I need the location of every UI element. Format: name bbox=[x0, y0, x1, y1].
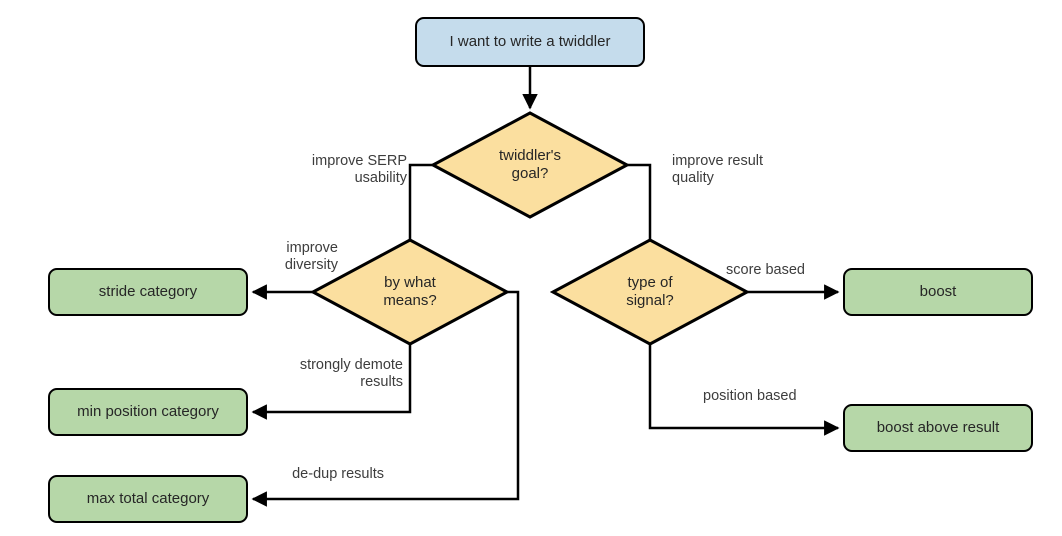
edge-signal-to-boost-above bbox=[648, 326, 840, 436]
node-result-stride-category[interactable]: stride category bbox=[48, 268, 248, 316]
node-start-label: I want to write a twiddler bbox=[449, 33, 611, 51]
edge-label-improve-serp-usability: improve SERP usability bbox=[311, 153, 407, 187]
diamond-shape bbox=[550, 238, 750, 346]
node-decision-by-what-means-label: by what means? bbox=[383, 274, 437, 309]
node-decision-twiddler-goal-label: twiddler's goal? bbox=[498, 147, 562, 182]
node-decision-twiddler-goal[interactable]: twiddler's goal? bbox=[430, 110, 630, 220]
edge-label-position-based: position based bbox=[703, 388, 797, 404]
node-decision-by-what-means[interactable]: by what means? bbox=[310, 237, 510, 347]
edge-label-score-based: score based bbox=[726, 262, 805, 278]
edge-label-improve-result-quality: improve result quality bbox=[672, 153, 764, 187]
node-result-stride-category-label: stride category bbox=[98, 283, 198, 301]
node-start-twiddler[interactable]: I want to write a twiddler bbox=[415, 17, 645, 67]
node-result-max-total-category[interactable]: max total category bbox=[48, 475, 248, 523]
node-result-min-position-category-label: min position category bbox=[77, 403, 219, 421]
edge-label-de-dup-results: de-dup results bbox=[292, 466, 384, 482]
edge-goal-to-means bbox=[402, 163, 437, 260]
edge-goal-to-signal bbox=[623, 163, 658, 260]
node-result-boost[interactable]: boost bbox=[843, 268, 1033, 316]
diamond-shape bbox=[430, 111, 630, 219]
node-result-boost-label: boost bbox=[919, 283, 957, 301]
edge-label-improve-diversity: improve diversity bbox=[284, 240, 338, 274]
edge-means-to-max-total bbox=[251, 290, 520, 507]
node-decision-type-of-signal-label: type of signal? bbox=[626, 274, 674, 309]
diamond-shape bbox=[310, 238, 510, 346]
node-result-boost-above-result[interactable]: boost above result bbox=[843, 404, 1033, 452]
edge-means-to-min-position bbox=[251, 326, 412, 420]
node-result-max-total-category-label: max total category bbox=[86, 490, 210, 508]
node-decision-type-of-signal[interactable]: type of signal? bbox=[550, 237, 750, 347]
edge-label-strongly-demote-results: strongly demote results bbox=[299, 357, 403, 391]
node-result-boost-above-result-label: boost above result bbox=[876, 419, 1000, 437]
node-result-min-position-category[interactable]: min position category bbox=[48, 388, 248, 436]
